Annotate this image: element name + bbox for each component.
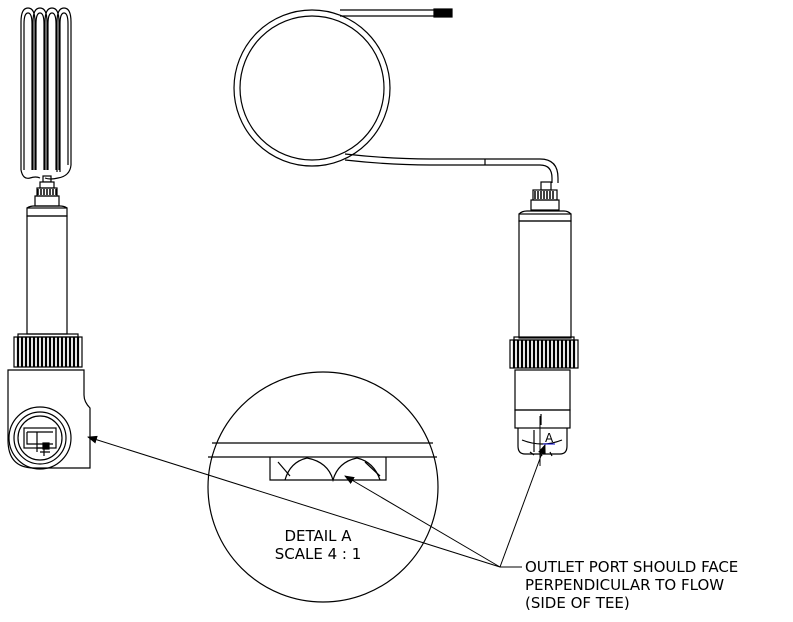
note-line-3: (SIDE OF TEE) <box>525 594 630 612</box>
leader-arrow-to-probe-icon <box>499 444 546 568</box>
left-probe-icon <box>7 175 91 470</box>
leader-arrows <box>87 435 546 568</box>
right-cable-loop-icon <box>233 8 559 183</box>
outlet-note: OUTLET PORT SHOULD FACE PERPENDICULAR TO… <box>525 558 738 612</box>
detail-scale: SCALE 4 : 1 <box>275 545 362 563</box>
note-line-1: OUTLET PORT SHOULD FACE <box>525 558 738 576</box>
right-probe-icon <box>509 181 579 457</box>
left-coiled-cable-icon <box>20 7 72 180</box>
detail-labels: DETAIL A SCALE 4 : 1 <box>275 527 362 563</box>
detail-circle-icon <box>207 371 439 603</box>
section-marker: A <box>539 416 555 466</box>
detail-title: DETAIL A <box>284 527 352 545</box>
leader-arrow-to-detail-icon <box>344 475 501 568</box>
section-marker-letter: A <box>545 431 554 445</box>
note-line-2: PERPENDICULAR TO FLOW <box>525 576 724 594</box>
leader-arrow-to-tee-icon <box>87 435 501 568</box>
